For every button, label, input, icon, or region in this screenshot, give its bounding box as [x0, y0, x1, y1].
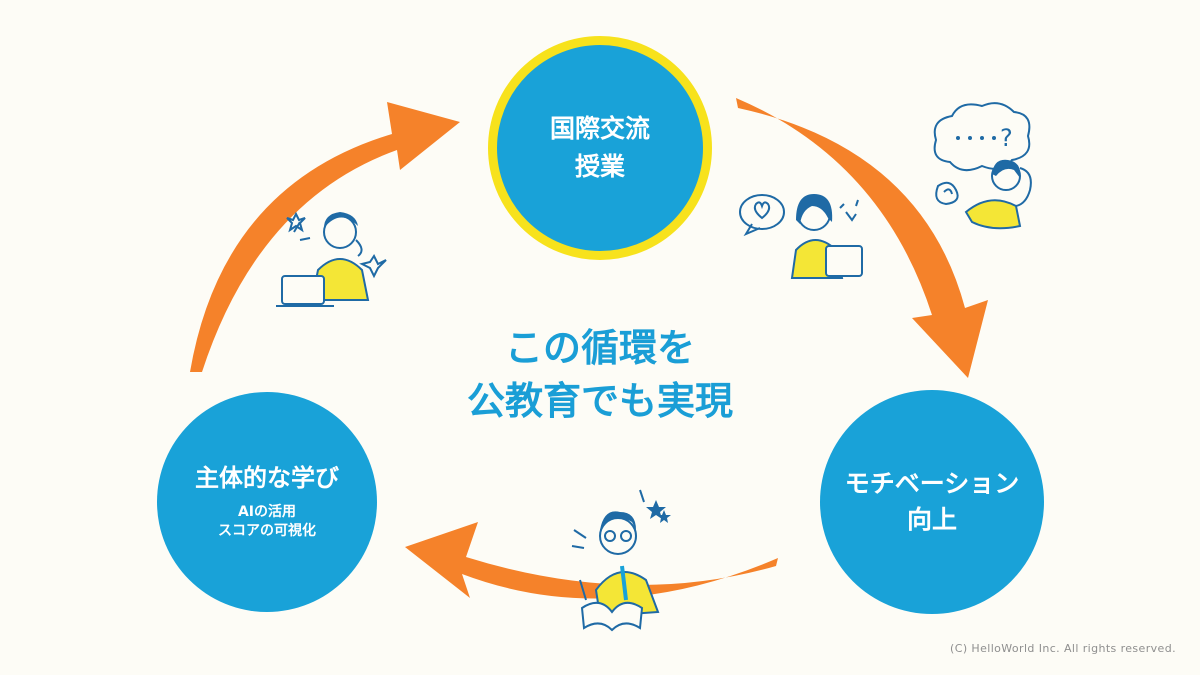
copyright-notice: (C) HelloWorld Inc. All rights reserved. — [950, 642, 1176, 655]
center-line2: 公教育でも実現 — [466, 379, 733, 423]
confused-student-icon: ? — [933, 102, 1032, 230]
student-laptop-icon — [276, 211, 387, 307]
node-top-line2: 授業 — [574, 152, 625, 181]
node-top-line1: 国際交流 — [549, 114, 650, 143]
svg-text:?: ? — [1000, 124, 1013, 152]
student-heart-icon — [739, 194, 863, 279]
node-left-sub1: AIの活用 — [237, 504, 297, 520]
arrow-top-to-right — [736, 98, 988, 378]
center-message: この循環を 公教育でも実現 — [400, 322, 800, 428]
node-motivation: モチベーション 向上 — [820, 390, 1044, 614]
node-international-class: 国際交流 授業 — [488, 36, 712, 260]
node-left-title: 主体的な学び — [195, 464, 339, 492]
node-left-sub2: スコアの可視化 — [218, 523, 316, 539]
center-line1: この循環を — [504, 326, 695, 370]
node-active-learning: 主体的な学び AIの活用 スコアの可視化 — [157, 392, 377, 612]
node-left-subtext: AIの活用 スコアの可視化 — [218, 503, 316, 541]
node-right-line2: 向上 — [906, 505, 957, 534]
node-right-line1: モチベーション — [844, 469, 1020, 498]
arrow-left-to-top — [190, 102, 460, 372]
reading-student-icon — [571, 489, 671, 632]
arrow-right-to-left — [405, 522, 778, 599]
